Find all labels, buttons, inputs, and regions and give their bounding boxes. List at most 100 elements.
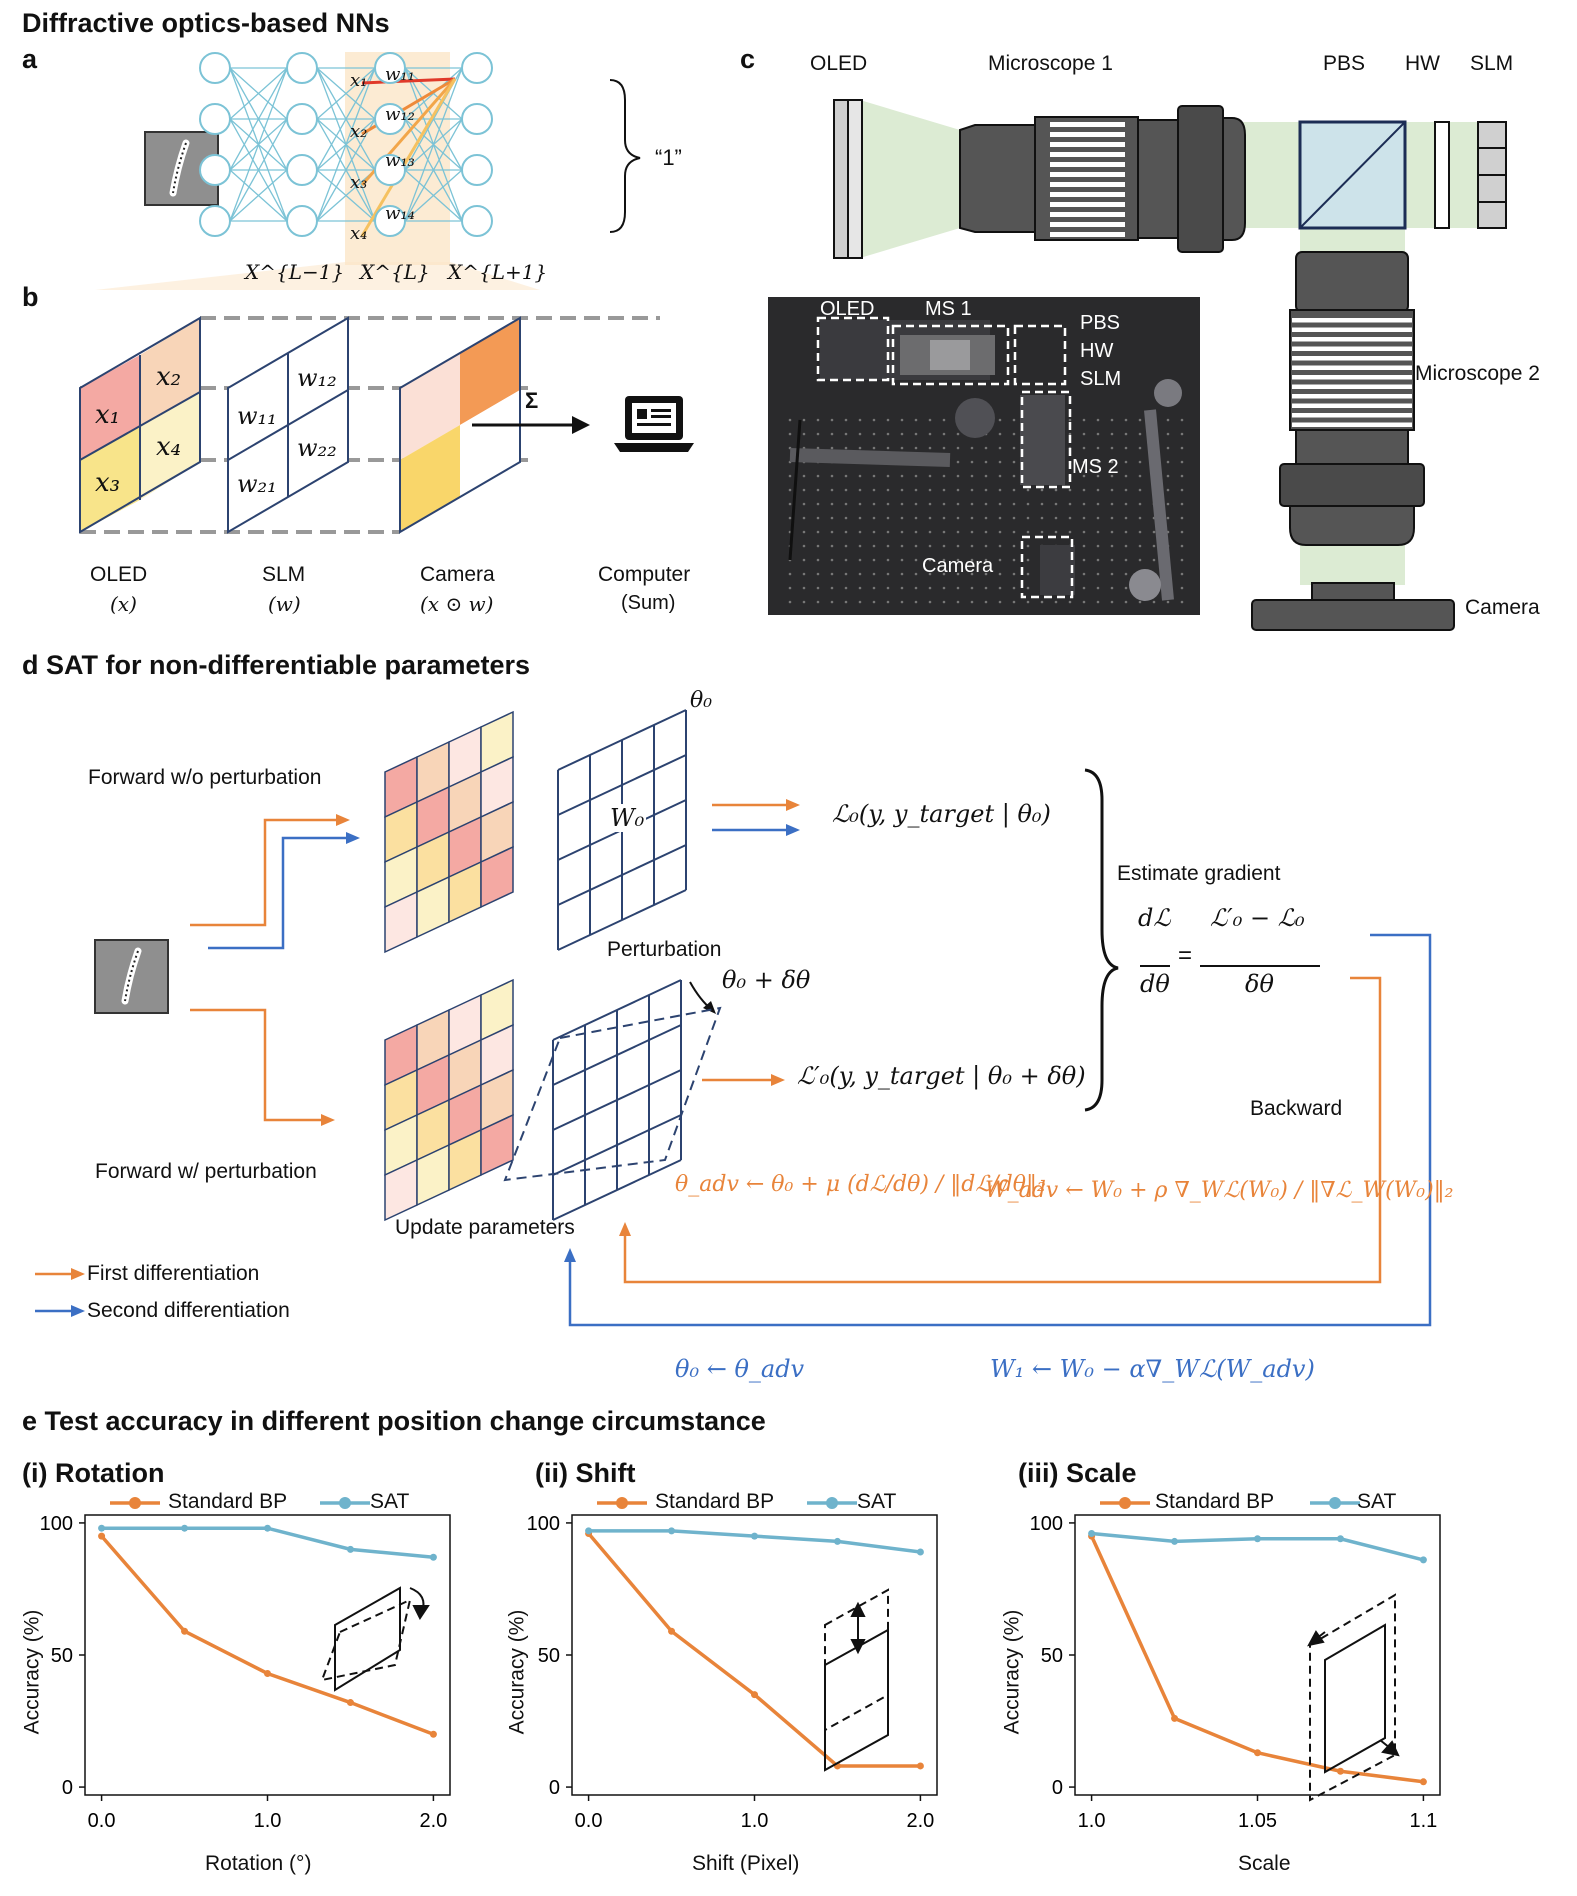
caption-slm-sub: (w) xyxy=(268,592,301,616)
y-tick-label: 50 xyxy=(51,1645,73,1667)
y-tick-label: 0 xyxy=(62,1777,73,1799)
gradient-rhs-denominator: δθ xyxy=(1245,970,1274,998)
data-point xyxy=(1419,1556,1427,1564)
chart-insets xyxy=(320,1586,1400,1802)
x-axis-label: Scale xyxy=(1238,1852,1291,1875)
y-tick-label: 0 xyxy=(549,1777,560,1799)
data-point xyxy=(1336,1767,1344,1775)
oled-cell-label: x₃ xyxy=(95,468,121,498)
node-label: x₂ xyxy=(350,121,368,142)
loss0-prime-label: ℒ′₀(y, y_target | θ₀ + δθ) xyxy=(797,1062,1086,1090)
computer-icon xyxy=(614,396,694,452)
slm-cell-label: w₂₂ xyxy=(297,434,337,462)
panel-c-label: c xyxy=(740,44,756,74)
network-node xyxy=(286,103,318,135)
setup-photo xyxy=(768,297,1200,615)
legend-marker xyxy=(1329,1497,1341,1509)
data-point xyxy=(668,1527,676,1535)
network-node xyxy=(286,52,318,84)
y-tick-label: 0 xyxy=(1052,1777,1063,1799)
slm-cell-label: w₁₂ xyxy=(297,364,337,392)
network-node xyxy=(199,205,231,237)
x-tick-label: 1.0 xyxy=(254,1810,282,1832)
caption-oled: OLED xyxy=(90,563,148,586)
schematic-label-microscope-2: Microscope 2 xyxy=(1415,362,1540,385)
output-brace xyxy=(609,79,641,233)
data-point xyxy=(1419,1778,1427,1786)
photo-label-hw: HW xyxy=(1080,340,1114,362)
x-axis-label: Shift (Pixel) xyxy=(692,1852,800,1875)
network-node xyxy=(199,103,231,135)
caption-computer: Computer xyxy=(598,563,691,586)
x-tick-label: 2.0 xyxy=(420,1810,448,1832)
data-point xyxy=(1254,1535,1261,1543)
legend-marker xyxy=(616,1497,628,1509)
theta-perturbed-label: θ₀ + δθ xyxy=(722,966,811,994)
x-tick-label: 1.0 xyxy=(741,1810,769,1832)
y-axis-label: Accuracy (%) xyxy=(1000,1609,1024,1735)
panel-d-grids xyxy=(384,709,722,1222)
data-point xyxy=(1336,1535,1344,1543)
panel-b-drawing xyxy=(79,316,660,534)
data-point xyxy=(429,1730,437,1738)
network-connections xyxy=(229,67,463,222)
x-tick-label: 2.0 xyxy=(907,1810,935,1832)
chart-title: (i) Rotation xyxy=(22,1458,165,1488)
schematic-label-slm: SLM xyxy=(1470,52,1514,75)
data-point xyxy=(916,1548,924,1556)
legend-second-differentiation: Second differentiation xyxy=(87,1299,290,1322)
panel-b-label: b xyxy=(22,282,39,312)
legend-marker xyxy=(339,1497,351,1509)
gradient-equals: = xyxy=(1178,942,1193,969)
network-node xyxy=(199,52,231,84)
network-node xyxy=(374,52,406,84)
w0-label: W₀ xyxy=(608,804,647,832)
data-point xyxy=(346,1545,354,1553)
network-node xyxy=(374,103,406,135)
layer-label-prev: X^{L−1} xyxy=(245,260,345,284)
x-tick-label: 1.0 xyxy=(1078,1810,1106,1832)
perturbation-label: Perturbation xyxy=(607,938,722,961)
node-label: x₄ xyxy=(350,223,368,244)
panel-d-drawing xyxy=(35,768,1432,1327)
caption-camera: Camera xyxy=(420,563,495,586)
schematic-label-hw: HW xyxy=(1405,52,1440,75)
legend-entry: SAT xyxy=(857,1490,897,1513)
x-tick-label: 0.0 xyxy=(88,1810,116,1832)
data-point xyxy=(916,1762,924,1770)
theta-adv-update: θ_adv ← θ₀ + μ (dℒ/dθ) / ‖dℒ/dθ‖₂ xyxy=(675,1172,1046,1197)
forward-with-perturbation: Forward w/ perturbation xyxy=(95,1160,317,1183)
data-point xyxy=(98,1524,106,1532)
network-node xyxy=(374,205,406,237)
data-point xyxy=(181,1627,189,1635)
x-tick-label: 1.1 xyxy=(1410,1810,1438,1832)
oled-cell-label: x₁ xyxy=(95,400,121,430)
backward-label: Backward xyxy=(1250,1097,1343,1120)
caption-camera-sub: (x ⊙ w) xyxy=(420,592,494,616)
slm-cell-label: w₁₁ xyxy=(237,402,277,430)
data-point xyxy=(264,1524,271,1532)
legend-entry: Standard BP xyxy=(168,1490,288,1513)
x-tick-label: 1.05 xyxy=(1238,1810,1277,1832)
panel-a-section-title: Diffractive optics-based NNs xyxy=(22,8,390,38)
loss0-label: ℒ₀(y, y_target | θ₀) xyxy=(832,800,1051,828)
theta0-label: θ₀ xyxy=(690,688,713,713)
data-point xyxy=(429,1553,437,1561)
data-point xyxy=(585,1527,593,1535)
photo-label-ms1: MS 1 xyxy=(925,298,972,320)
gradient-lhs-denominator: dθ xyxy=(1140,970,1170,998)
slm-cell-label: w₂₁ xyxy=(237,470,277,498)
forward-without-perturbation: Forward w/o perturbation xyxy=(88,766,322,789)
y-axis-label: Accuracy (%) xyxy=(505,1609,529,1735)
data-point xyxy=(833,1537,841,1545)
w-update: W₁ ← W₀ − α∇_Wℒ(W_adv) xyxy=(990,1355,1315,1383)
panel-e-section-title: e Test accuracy in different position ch… xyxy=(22,1406,766,1436)
photo-label-ms2: MS 2 xyxy=(1072,456,1119,478)
weight-label: w₁₄ xyxy=(385,203,415,224)
photo-label-camera: Camera xyxy=(922,555,994,577)
legend-marker xyxy=(129,1497,141,1509)
network-node xyxy=(286,205,318,237)
highlight-fan xyxy=(95,262,540,290)
